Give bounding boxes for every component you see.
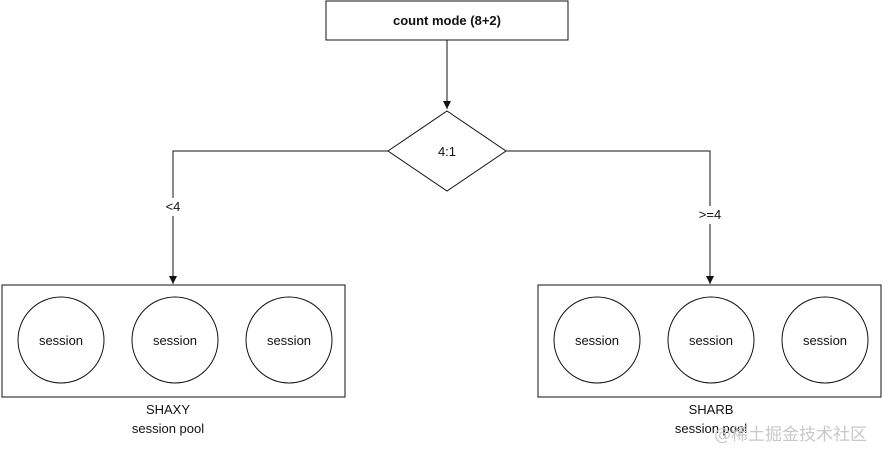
watermark: @稀土掘金技术社区 [714, 425, 867, 445]
left-branch-label: <4 [166, 199, 181, 214]
left-session-circle [131, 296, 219, 384]
left-session-circle [245, 296, 333, 384]
right-session-label: session [689, 333, 733, 348]
right-branch-label: >=4 [699, 207, 721, 222]
left-session-circle [17, 296, 105, 384]
right-pool-type: session pool [674, 421, 748, 436]
right-session-label: session [575, 333, 619, 348]
decision-label: 4:1 [438, 144, 456, 159]
right-pool-caption: SHARB session pool [651, 400, 771, 438]
left-session-label: session [153, 333, 197, 348]
right-pool-name: SHARB [688, 402, 734, 417]
left-pool-caption: SHAXY session pool [108, 400, 228, 438]
left-session-label: session [39, 333, 83, 348]
right-session-circle [553, 296, 641, 384]
right-session-circle [781, 296, 869, 384]
left-branch-label-bg [161, 198, 185, 216]
left-branch-connector [169, 150, 388, 284]
count-mode-label: count mode (8+2) [393, 13, 501, 28]
left-session-label: session [267, 333, 311, 348]
right-branch-connector [506, 150, 714, 284]
left-pool-name: SHAXY [145, 402, 191, 417]
decision-diamond [387, 110, 507, 192]
left-pool-type: session pool [131, 421, 205, 436]
right-branch-label-bg [694, 206, 726, 224]
right-session-circle [667, 296, 755, 384]
count-mode-box [325, 0, 569, 41]
right-session-label: session [803, 333, 847, 348]
